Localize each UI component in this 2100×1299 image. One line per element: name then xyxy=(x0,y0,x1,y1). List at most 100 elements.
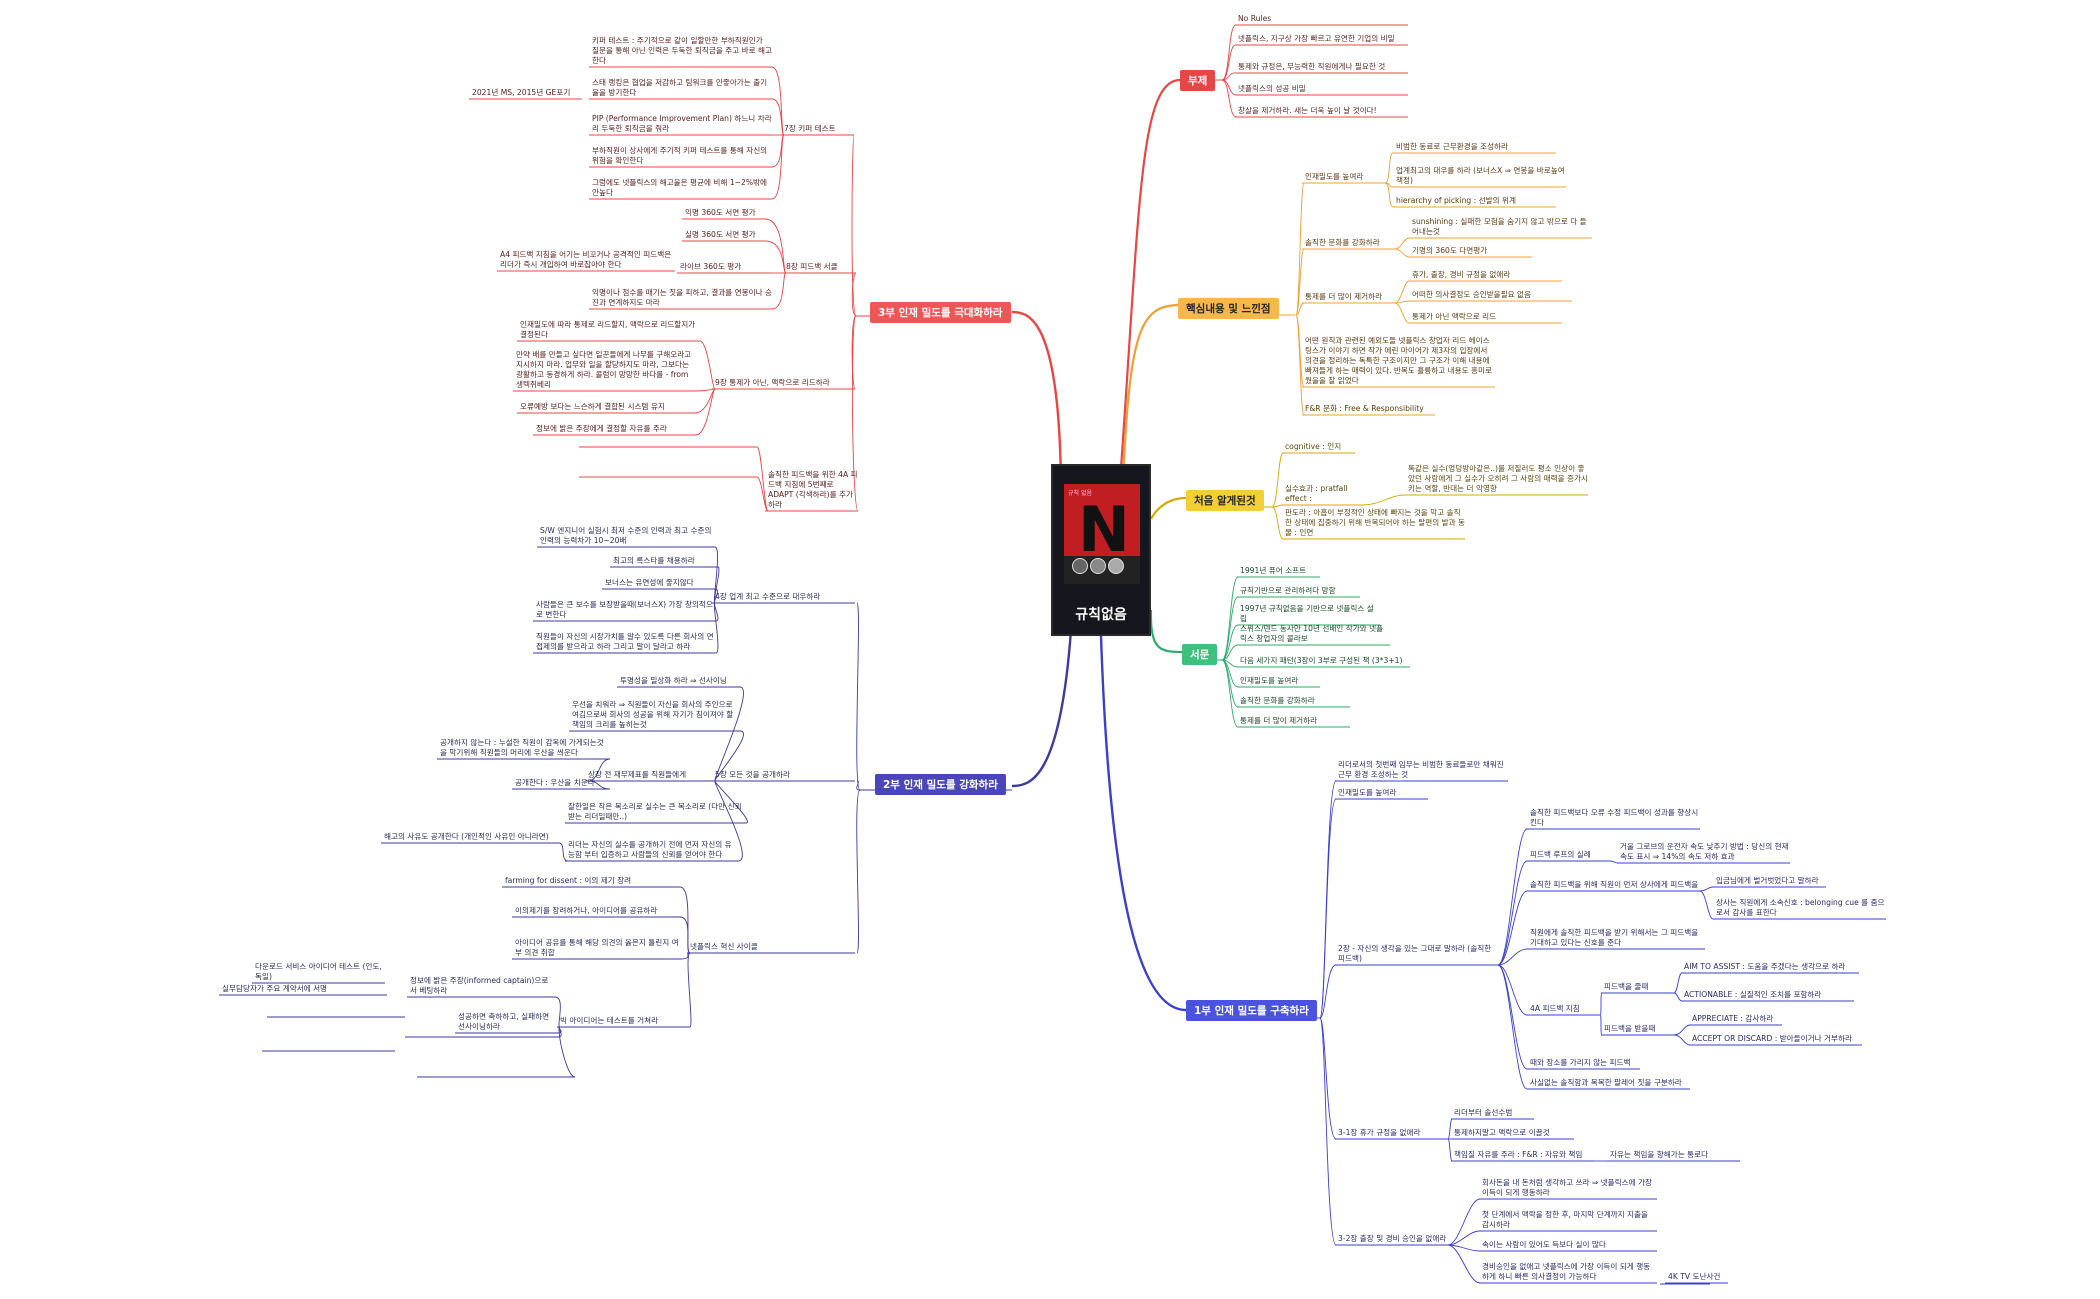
topic-node[interactable]: 첫 단계에서 맥락을 정한 후, 마지막 단계까지 지출을 감시하라 xyxy=(1482,1210,1649,1229)
topic-node[interactable]: 비범한 동료로 근무환경을 조성하라 xyxy=(1396,142,1509,151)
topic-node[interactable]: 7장 키퍼 테스트 xyxy=(784,124,836,133)
topic-node[interactable]: 상사는 직원에게 소속신호 : belonging cue 를 줌으로서 감사를… xyxy=(1716,898,1885,917)
topic-node[interactable]: 통제가 아닌 맥락으로 리드 xyxy=(1412,312,1497,321)
topic-node[interactable]: 업계최고의 대우를 하라 (보너스X ⇒ 연봉을 바로높여 책정) xyxy=(1396,166,1565,185)
topic-node[interactable]: 4장 업계 최고 수준으로 대우하라 xyxy=(715,592,821,601)
topic-node[interactable]: 성공하면 축하하고, 실패하면 선사이닝하라 xyxy=(458,1012,550,1031)
topic-node[interactable]: 9장 통제가 아닌, 맥락으로 리드하라 xyxy=(715,378,830,387)
topic-node[interactable]: 리더는 자신의 실수를 공개하기 전에 먼저 자신의 유능함 부터 입증하고 사… xyxy=(568,840,732,859)
topic-node[interactable]: ACCEPT OR DISCARD : 받아들이거나 거부하라 xyxy=(1692,1034,1852,1043)
topic-node[interactable]: farming for dissent : 이의 제기 장려 xyxy=(505,876,632,885)
category-b-new[interactable]: 처음 알게된것 xyxy=(1186,490,1264,511)
topic-node[interactable]: 책임질 자유를 주라 : F&R : 자유와 책임 xyxy=(1454,1150,1583,1159)
topic-node[interactable]: 사실없는 솔직함과 목목한 팔레어 짓을 구분하라 xyxy=(1530,1078,1682,1087)
topic-node[interactable]: 넷플릭스, 지구상 가장 빠르고 유연한 기업의 비밀 xyxy=(1238,34,1395,43)
topic-node[interactable]: 다운로드 서비스 아이디어 테스트 (인도, 독일) xyxy=(255,962,382,981)
topic-node[interactable]: 솔직한 피드백을 위해 직원이 먼저 상사에게 피드백을 xyxy=(1530,880,1699,889)
topic-node[interactable]: 거울 그로브의 운전자 속도 낮추기 방법 : 당신의 현재 속도 표시 ⇒ 1… xyxy=(1620,842,1789,861)
topic-node[interactable]: 통제를 더 많이 제거하라 xyxy=(1240,716,1318,725)
topic-node[interactable]: 규칙기반으로 관리하려다 망함 xyxy=(1240,586,1336,595)
topic-node[interactable]: 직원들이 자신의 시장가치를 알수 있도록 다른 회사의 면접제의를 받으라고 … xyxy=(536,632,714,651)
topic-node[interactable]: 속이는 사람이 있어도 득보다 실이 많다 xyxy=(1482,1240,1606,1249)
topic-node[interactable]: 인재밀도를 높여라 xyxy=(1305,172,1364,181)
topic-node[interactable]: 리더로서의 첫번째 임무는 비범한 동료들로만 채워진 근무 환경 조성하는 것 xyxy=(1338,760,1504,779)
topic-node[interactable]: 1997년 규칙없음을 기반으로 넷플릭스 설립 xyxy=(1240,604,1374,623)
topic-node[interactable]: 오류예방 보다는 느슨하게 결합된 시스템 유지 xyxy=(520,402,665,411)
topic-node[interactable]: S/W 엔지니어 실험시 최저 수준의 인력과 최고 수준의 인력의 능력차가 … xyxy=(540,526,712,545)
topic-node[interactable]: 투명성을 밀상화 하라 ⇒ 선사이닝 xyxy=(620,676,727,685)
topic-node[interactable]: 솔직한 문화를 강화하라 xyxy=(1305,238,1380,247)
topic-node[interactable]: 부하직원이 상사에게 주기적 키퍼 테스트를 통해 자신의 위험을 확인한다 xyxy=(592,146,768,165)
topic-node[interactable]: 인재밀도에 따라 통제로 리드할지, 맥락으로 리드할지가 결정된다 xyxy=(520,320,696,339)
topic-node[interactable]: 공개하지 않는다 : 누설한 직원이 감옥에 가게되는것을 막기위해 직원들의 … xyxy=(440,738,604,757)
topic-node[interactable]: 통제를 더 많이 제거하라 xyxy=(1305,292,1383,301)
topic-node[interactable]: sunshining : 실패한 모험을 숨기지 않고 밖으로 다 들어내는것 xyxy=(1412,217,1587,236)
topic-node[interactable]: 통제와 규정은, 무능력한 직원에게나 필요한 것 xyxy=(1238,62,1386,71)
topic-node[interactable]: 똑같은 실수(엉덩방아같은..)를 저질러도 평소 인상이 좋았던 사람에게 그… xyxy=(1408,464,1588,493)
topic-node[interactable]: 8장 피드백 서클 xyxy=(786,262,838,271)
topic-node[interactable]: 실무담당자가 주요 계약서에 서명 xyxy=(222,984,328,993)
topic-node[interactable]: 통제하지말고 맥락으로 이끌것 xyxy=(1454,1128,1550,1137)
topic-node[interactable]: 피드백 루프의 실례 xyxy=(1530,850,1591,859)
topic-node[interactable]: 넷플릭스의 성공 비밀 xyxy=(1238,84,1306,93)
category-b-part2[interactable]: 2부 인재 밀도를 강화하라 xyxy=(875,774,1006,795)
topic-node[interactable]: 실수효과 : pratfall effect : xyxy=(1285,484,1348,503)
topic-node[interactable]: No Rules xyxy=(1238,14,1272,23)
topic-node[interactable]: 4A 피드백 지침 xyxy=(1530,1004,1580,1013)
topic-node[interactable]: 피드백을 줄때 xyxy=(1604,982,1649,991)
topic-node[interactable]: 기명의 360도 다면평가 xyxy=(1412,246,1488,255)
topic-node[interactable]: ACTIONABLE : 실질적인 조치를 포함하라 xyxy=(1684,990,1822,999)
category-b-intro[interactable]: 서문 xyxy=(1182,644,1218,665)
topic-node[interactable]: cognitive : 인지 xyxy=(1285,442,1342,451)
topic-node[interactable]: 최고의 록스타를 채용하라 xyxy=(613,556,695,565)
topic-node[interactable]: 3-2장 출장 및 경비 승인을 없애라 xyxy=(1338,1234,1447,1243)
topic-node[interactable]: 키퍼 테스트 : 주기적으로 같이 일할만한 부하직원인가 질문을 통해 아닌 … xyxy=(592,36,772,65)
topic-node[interactable]: 창살을 제거하라. 새는 더욱 높이 날 것이다! xyxy=(1238,106,1377,115)
topic-node[interactable]: 솔직한 피드백을 위한 4A 피드백 지침에 5번째로 ADAPT (각색하라)… xyxy=(768,470,858,509)
topic-node[interactable]: 만약 배를 만들고 싶다면 일꾼들에게 나무를 구해오라고 지시하지 마라. 업… xyxy=(516,350,692,389)
topic-node[interactable]: 어떠한 의사결정도 승인받을필요 없음 xyxy=(1412,290,1532,299)
topic-node[interactable]: 경비승인을 없애고 넷플릭스에 가장 이득이 되게 행동하게 하니 빠른 의사결… xyxy=(1482,1262,1651,1281)
topic-node[interactable]: 2021년 MS, 2015년 GE포기 xyxy=(472,88,571,97)
topic-node[interactable]: 사람들은 큰 보수를 보장받을때(보너스X) 가장 창의적으로 변한다 xyxy=(536,600,713,619)
topic-node[interactable]: 이의제기를 장려하거나, 아이디어를 공유하라 xyxy=(515,906,658,915)
topic-node[interactable]: 휴가, 출장, 경비 규정을 없애라 xyxy=(1412,270,1511,279)
topic-node[interactable]: A4 피드백 지침을 어기는 비꼬거나 공격적인 피드백은 리더가 즉시 개입하… xyxy=(500,250,672,269)
topic-node[interactable]: 때와 장소를 가리지 않는 피드백 xyxy=(1530,1058,1631,1067)
topic-node[interactable]: 회사돈을 내 돈처럼 생각하고 쓰라 ⇒ 넷플릭스에 가장 이득이 되게 행동하… xyxy=(1482,1178,1652,1197)
topic-node[interactable]: 3-1장 휴가 규정을 없애라 xyxy=(1338,1128,1421,1137)
topic-node[interactable]: 5장 모든 것을 공개하라 xyxy=(715,770,790,779)
topic-node[interactable]: hierarchy of picking : 선발의 위계 xyxy=(1396,196,1516,205)
topic-node[interactable]: 솔직한 문화를 강화하라 xyxy=(1240,696,1315,705)
category-b-part1[interactable]: 1부 인재 밀도를 구축하라 xyxy=(1186,1000,1317,1021)
topic-node[interactable]: 넷플릭스 혁신 사이클 xyxy=(690,942,758,951)
topic-node[interactable]: 인재밀도를 높여라 xyxy=(1338,788,1397,797)
topic-node[interactable]: APPRECIATE : 감사하라 xyxy=(1692,1014,1774,1023)
topic-node[interactable]: 입금님에게 벌거벗었다고 말하라 xyxy=(1716,876,1819,885)
topic-node[interactable]: 정보에 밝은 주장(informed captain)으로서 베팅하라 xyxy=(410,976,549,995)
topic-node[interactable]: 스위스/덴드 동사만 10년 선배인 작가와 넷플릭스 창업자의 콜라보 xyxy=(1240,624,1384,643)
topic-node[interactable]: 그럼에도 넷플릭스의 해고율은 평균에 비해 1~2%밖에 안높다 xyxy=(592,178,768,197)
topic-node[interactable]: 직원에게 솔직한 피드백을 받기 위해서는 그 피드백을 기대하고 있다는 신호… xyxy=(1530,928,1699,947)
topic-node[interactable]: 상장 전 재무제표를 직원들에게 xyxy=(588,770,687,779)
topic-node[interactable]: 보너스는 유연성에 좋지않다 xyxy=(605,578,694,587)
topic-node[interactable]: 익명 360도 서면 평가 xyxy=(685,208,756,217)
topic-node[interactable]: 빅 아이디어는 테스트를 거쳐라 xyxy=(560,1016,659,1025)
topic-node[interactable]: 스태 랭킹은 협업을 저감하고 팀워크를 안좋아가는 출기율을 방기한다 xyxy=(592,78,768,97)
topic-node[interactable]: 다음 세가지 패턴(3장이 3부로 구성된 책 (3*3+1) xyxy=(1240,656,1403,665)
topic-node[interactable]: 공개한다 : 우산을 치운다 xyxy=(515,778,595,787)
topic-node[interactable]: 인재밀도를 높여라 xyxy=(1240,676,1299,685)
topic-node[interactable]: 실명 360도 서면 평가 xyxy=(685,230,756,239)
topic-node[interactable]: 우선을 치워라 ⇒ 직원들이 자신을 회사의 주인으로 여김으로써 회사의 성공… xyxy=(572,700,734,729)
topic-node[interactable]: 4K TV 도난사건 xyxy=(1668,1272,1721,1281)
topic-node[interactable]: 리더부터 솔선수범 xyxy=(1454,1108,1513,1117)
topic-node[interactable]: PIP (Performance Improvement Plan) 하느니 차… xyxy=(592,114,772,133)
topic-node[interactable]: 정보에 밝은 주장에게 결정할 자유를 주라 xyxy=(536,424,667,433)
topic-node[interactable]: F&R 문화 : Free & Responsibility xyxy=(1305,404,1424,413)
category-b-core[interactable]: 핵심내용 및 느낀점 xyxy=(1178,298,1279,319)
topic-node[interactable]: 피드백을 받을때 xyxy=(1604,1024,1656,1033)
central-book-node[interactable]: 규칙 없음 N 규칙없음 xyxy=(1051,464,1151,636)
topic-node[interactable]: 솔직한 피드백보다 오류 수정 피드백이 성과를 향상시킨다 xyxy=(1530,808,1699,827)
topic-node[interactable]: 해고의 사유도 공개한다 (개인적인 사유인 아니라면) xyxy=(384,832,549,841)
topic-node[interactable]: 익명이나 점수를 매기는 짓을 피하고, 결과를 연봉이나 승진과 연계하지도 … xyxy=(592,288,772,307)
